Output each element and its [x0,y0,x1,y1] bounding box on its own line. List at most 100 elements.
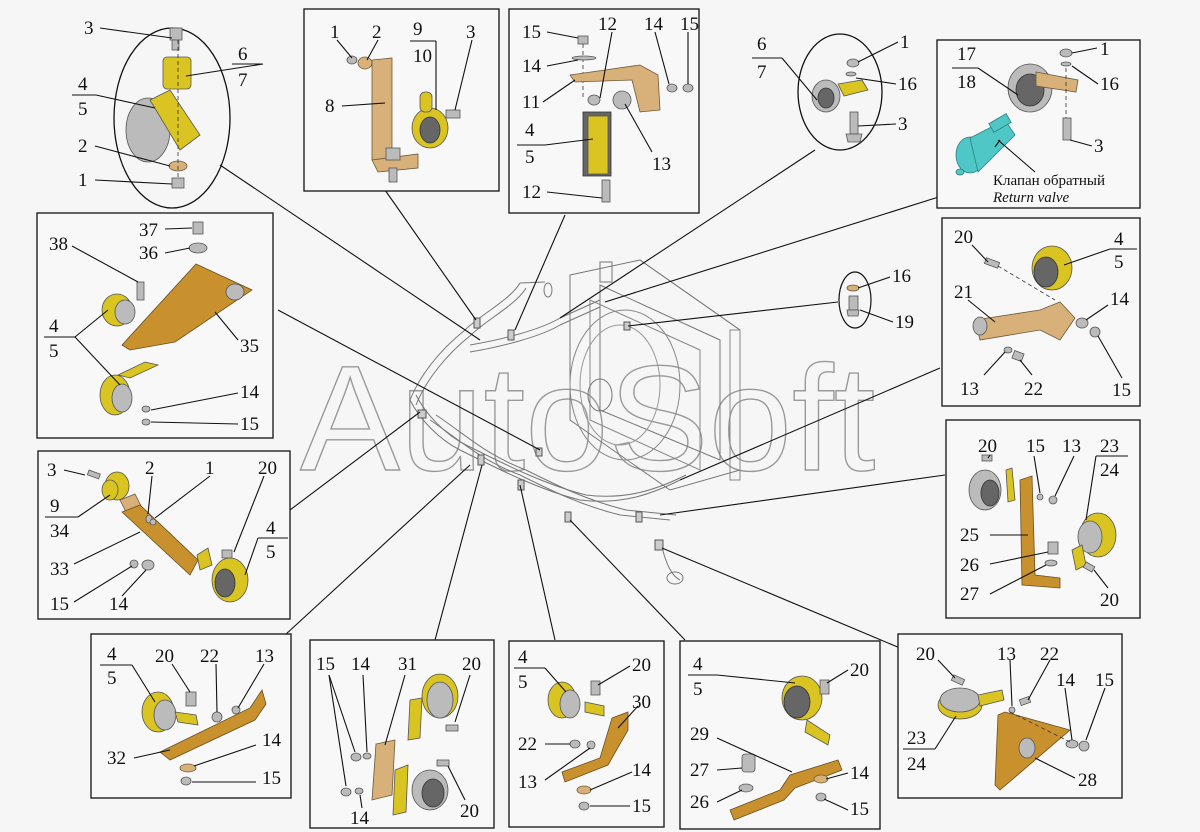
label-part-15: 15 [632,796,651,817]
label-part-19: 19 [895,312,914,333]
label-part-4: 4 [266,518,276,539]
label-part-5: 5 [518,672,528,693]
label-part-2: 2 [372,22,382,43]
label-part-5: 5 [49,341,59,362]
label-part-10: 10 [413,46,432,67]
panel-bracket-21: 20 4 5 21 14 13 22 15 [941,217,1141,407]
label-part-3: 3 [84,18,94,39]
label-part-20: 20 [978,436,997,457]
label-part-31: 31 [398,654,417,675]
label-part-15: 15 [1026,436,1045,457]
label-part-5: 5 [266,542,276,563]
panel-bracket-35: 37 36 38 4 5 35 14 15 [36,212,274,439]
label-part-13: 13 [997,644,1016,665]
callout-clamp-top-left: 3 6 7 4 5 2 1 [72,18,264,209]
panel-bracket-28: 20 13 22 14 15 23 24 28 [897,633,1123,799]
label-part-14: 14 [644,14,664,35]
label-part-29: 29 [690,724,709,745]
label-part-21: 21 [954,282,973,303]
label-part-22: 22 [200,646,219,667]
label-part-7: 7 [238,70,248,91]
label-part-20: 20 [954,227,973,248]
panel-bracket-11: 15 12 14 15 14 11 4 5 13 12 [508,8,700,214]
label-part-23: 23 [1100,436,1119,457]
label-part-23: 23 [907,728,926,749]
panel-return-valve: 17 18 1 16 3 Клапан обратный Return valv… [936,39,1141,209]
label-part-12: 12 [598,14,617,35]
label-part-22: 22 [518,734,537,755]
label-part-7: 7 [757,62,767,83]
label-part-9: 9 [413,19,423,40]
label-part-2: 2 [78,136,88,157]
label-part-2: 2 [145,458,155,479]
label-part-5: 5 [78,99,88,120]
label-part-20: 20 [916,644,935,665]
label-part-8: 8 [325,96,335,117]
label-part-20: 20 [850,660,869,681]
panel-bracket-31: 15 14 31 20 14 20 [309,639,495,829]
label-part-14: 14 [632,760,652,781]
label-part-5: 5 [693,679,703,700]
label-part-3: 3 [1094,136,1104,157]
label-part-14: 14 [1056,670,1076,691]
label-part-15b: 15 [680,14,699,35]
label-part-15: 15 [1095,670,1114,691]
label-part-16: 16 [898,74,917,95]
panel-bracket-8: 1 2 9 10 3 8 [303,8,500,192]
label-part-13: 13 [1062,436,1081,457]
pipe-clamps [417,317,664,551]
label-part-30: 30 [632,692,651,713]
label-part-33: 33 [50,559,69,580]
label-part-1: 1 [1100,39,1110,60]
panel-bracket-32: 4 5 20 22 13 32 14 15 [90,633,292,799]
panel-bracket-29: 4 5 20 29 27 14 26 15 [679,640,881,830]
label-part-5: 5 [525,147,535,168]
label-part-15: 15 [262,768,281,789]
label-part-6: 6 [238,44,248,65]
label-part-24: 24 [907,754,927,775]
panel-bracket-33: 3 2 1 20 9 34 4 5 33 15 14 [37,450,291,620]
watermark: AutoSoft [300,334,875,502]
label-part-15: 15 [522,22,541,43]
label-part-4: 4 [107,644,117,665]
label-part-28: 28 [1078,770,1097,791]
label-part-6: 6 [757,34,767,55]
label-part-18: 18 [957,72,976,93]
label-part-25: 25 [960,525,979,546]
label-part-34: 34 [50,521,70,542]
callout-bolt-washer: 16 19 [838,266,914,333]
label-part-3: 3 [898,114,908,135]
label-part-3: 3 [466,22,476,43]
return-valve-label-en: Return valve [992,190,1070,206]
label-part-1: 1 [900,32,910,53]
label-part-15: 15 [850,799,869,820]
return-valve-label-ru: Клапан обратный [993,173,1105,189]
label-part-20: 20 [155,646,174,667]
radiator [569,259,741,491]
label-part-11: 11 [522,92,540,113]
label-part-15: 15 [240,414,259,435]
label-part-20: 20 [462,654,481,675]
label-part-20b: 20 [1100,590,1119,611]
label-part-13: 13 [960,379,979,400]
label-part-15: 15 [316,654,335,675]
label-part-26: 26 [960,555,979,576]
leader-lines [219,149,946,649]
label-part-20: 20 [632,655,651,676]
label-part-4: 4 [525,120,535,141]
label-part-14: 14 [262,730,282,751]
label-part-32: 32 [107,748,126,769]
label-part-27: 27 [960,584,979,605]
label-part-14: 14 [850,763,870,784]
label-part-14: 14 [240,382,260,403]
label-part-14: 14 [351,654,371,675]
label-part-15: 15 [50,594,69,615]
label-part-14b: 14 [522,56,542,77]
label-part-1: 1 [205,458,215,479]
callout-clamp-top-right: 6 7 1 16 3 [752,32,917,151]
label-part-4: 4 [49,316,59,337]
label-part-16: 16 [892,266,911,287]
label-part-20b: 20 [460,801,479,822]
label-part-1: 1 [78,170,88,191]
label-part-12b: 12 [522,182,541,203]
